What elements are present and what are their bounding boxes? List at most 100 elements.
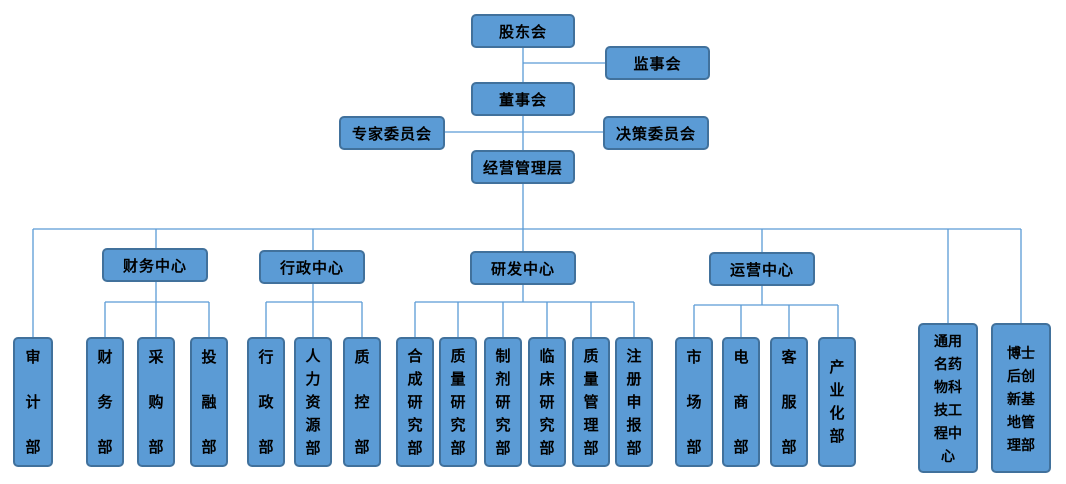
qc-dept-box: 质控部 [343,337,381,467]
dept-label-char: 床 [539,369,555,388]
dept-label-char: 部 [781,437,797,456]
dept-label-char: 化 [829,404,845,422]
invest-dept-box: 投融部 [190,337,228,467]
dept-label-char: 部 [305,438,321,457]
dept-label-char: 量 [583,369,599,388]
dept-label-char: 究 [450,415,466,434]
dept-label-char: 行 [258,347,274,366]
dept-label-char: 商 [733,392,749,411]
dept-label-char: 部 [829,427,845,445]
dept-label-char: 理 [583,415,599,434]
dept-label-char: 资 [305,392,321,411]
industrialization-dept-box: 产业化部 [818,337,856,467]
quality-mgmt-dept-box: 质量管理部 [572,337,610,467]
experts-committee-box: 专家委员会 [339,116,445,150]
ops-center-box: 运营中心 [709,252,815,286]
dept-label-char: 电 [733,347,749,366]
dept-label-char: 量 [450,369,466,388]
dept-label-char: 合 [407,346,423,365]
dept-label-char: 财 [97,347,113,366]
dept-label-char: 质 [354,347,370,366]
dept-label-char: 究 [539,415,555,434]
dept-label-char: 质 [450,346,466,365]
formulation-dept-box: 制剂研究部 [484,337,522,467]
dept-label-char: 部 [407,438,423,457]
dept-label-char: 报 [626,415,642,434]
dept-label-char: 研 [495,392,511,411]
postdoc-box: 博士后创新基地管理部 [991,323,1051,473]
grid-label-line: 新基 [1007,391,1035,408]
dept-label-char: 成 [407,369,423,388]
dept-label-char: 册 [626,369,642,388]
dept-label-char: 业 [829,381,845,399]
purchase-dept-box: 采购部 [137,337,175,467]
dept-label-char: 究 [495,415,511,434]
tech-center-box: 通用名药物科技工程中心 [918,323,978,473]
grid-label-line: 心 [941,449,955,465]
dept-label-char: 产 [829,358,845,376]
dept-label-char: 人 [305,346,321,365]
dept-label-char: 部 [539,438,555,457]
hr-dept-box: 人力资源部 [294,337,332,467]
dept-label-char: 服 [781,392,797,411]
dept-label-char: 务 [97,392,113,411]
dept-label-char: 管 [583,392,599,411]
dept-label-char: 部 [626,438,642,457]
grid-label-line: 通用 [934,334,962,350]
dept-label-char: 剂 [495,369,511,388]
rnd-center-box: 研发中心 [470,251,576,285]
dept-label-char: 政 [258,392,274,411]
grid-label-line: 理部 [1007,437,1035,454]
decision-committee-box: 决策委员会 [603,116,709,150]
grid-label-line: 程中 [934,426,962,442]
grid-label-line: 地管 [1007,414,1035,431]
dept-label-char: 市 [686,347,702,366]
dept-label-char: 购 [148,392,164,411]
dept-label-char: 注 [626,346,642,365]
ecommerce-dept-box: 电商部 [722,337,760,467]
dept-label-char: 部 [354,437,370,456]
grid-label-line: 博士 [1007,345,1035,362]
dept-label-char: 控 [354,392,370,411]
admin-center-box: 行政中心 [259,250,365,284]
board-box: 董事会 [471,82,575,116]
dept-label-char: 部 [450,438,466,457]
dept-label-char: 投 [201,347,217,366]
dept-label-char: 研 [450,392,466,411]
management-box: 经营管理层 [471,150,575,184]
quality-research-dept-box: 质量研究部 [439,337,477,467]
dept-label-char: 研 [407,392,423,411]
dept-label-char: 审 [25,347,41,366]
dept-label-char: 部 [733,437,749,456]
dept-label-char: 源 [305,415,321,434]
registration-dept-box: 注册申报部 [615,337,653,467]
supervisors-box: 监事会 [605,46,710,80]
dept-label-char: 力 [305,369,321,388]
grid-label-line: 物科 [934,380,962,396]
dept-label-char: 部 [258,437,274,456]
clinical-dept-box: 临床研究部 [528,337,566,467]
grid-label-line: 后创 [1007,368,1035,385]
grid-label-line: 技工 [934,403,962,419]
service-dept-box: 客服部 [770,337,808,467]
dept-label-char: 部 [583,438,599,457]
dept-label-char: 场 [686,392,702,411]
dept-label-char: 客 [781,347,797,366]
dept-label-char: 部 [25,437,41,456]
dept-label-char: 临 [539,346,555,365]
dept-label-char: 质 [583,346,599,365]
synthesis-dept-box: 合成研究部 [396,337,434,467]
shareholders-box: 股东会 [471,14,575,48]
dept-label-char: 计 [25,392,41,411]
dept-label-char: 究 [407,415,423,434]
finance-center-box: 财务中心 [102,248,208,282]
admin-dept-box: 行政部 [247,337,285,467]
dept-label-char: 制 [495,346,511,365]
dept-label-char: 部 [201,437,217,456]
finance-dept-box: 财务部 [86,337,124,467]
market-dept-box: 市场部 [675,337,713,467]
grid-label-line: 名药 [934,357,962,373]
dept-label-char: 申 [626,392,642,411]
dept-label-char: 部 [148,437,164,456]
